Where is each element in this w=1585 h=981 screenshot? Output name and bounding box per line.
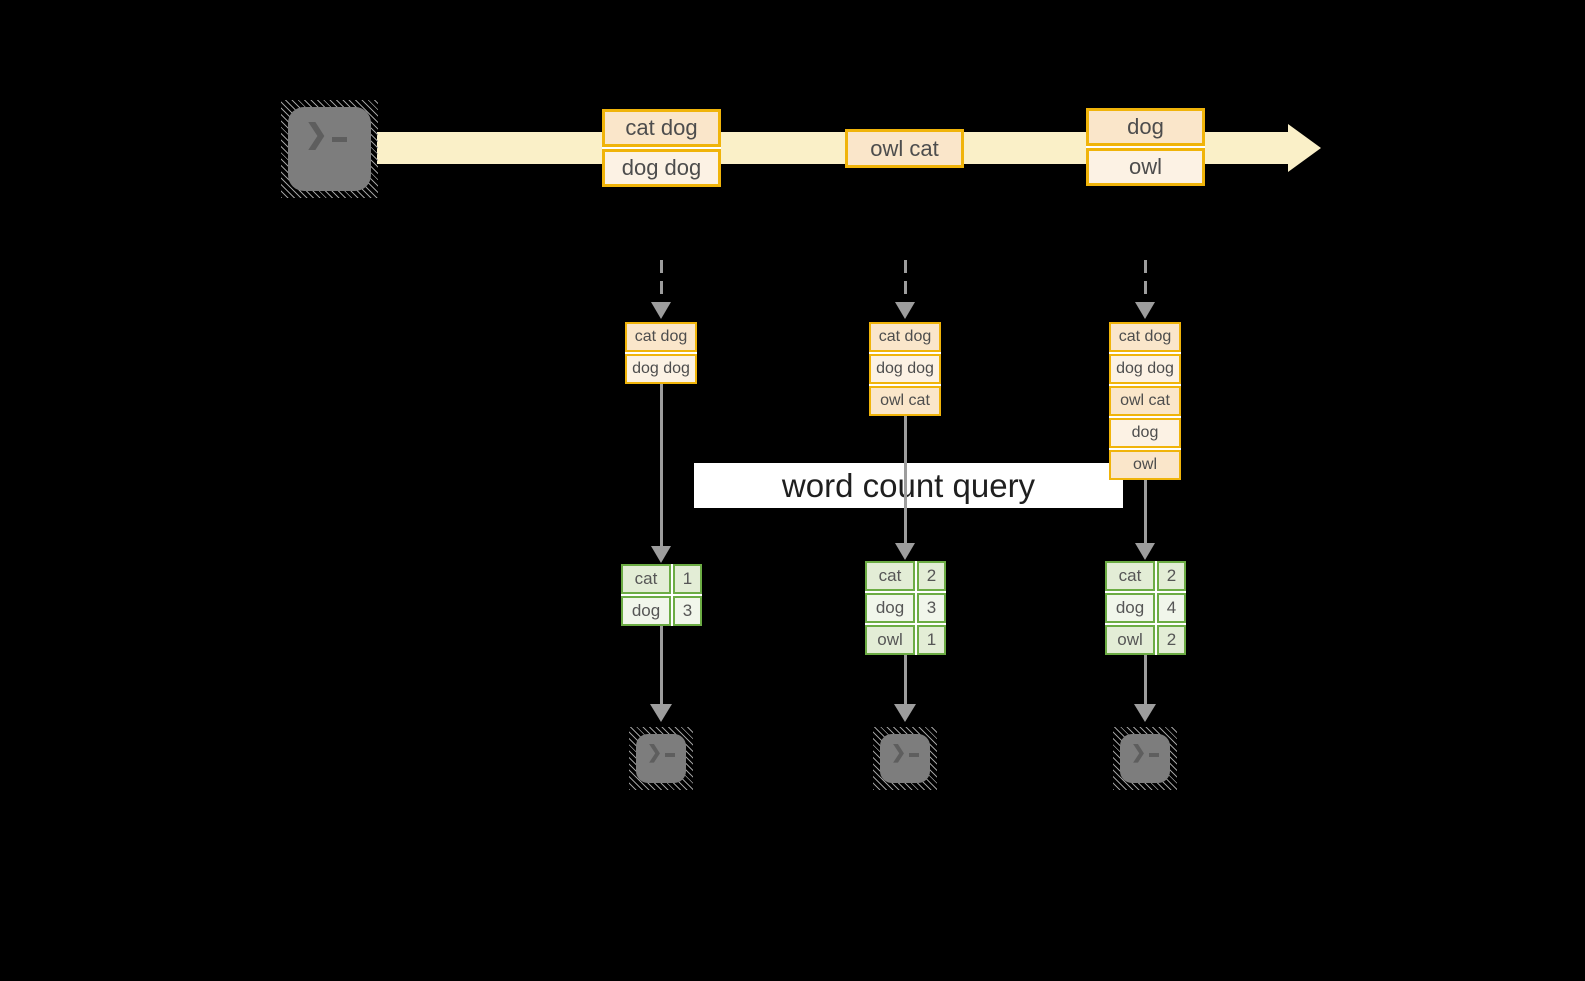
count-table-3: cat 2 dog 4 owl 2 xyxy=(1105,561,1186,655)
count-word-cell: dog xyxy=(865,593,915,623)
count-value-cell: 3 xyxy=(917,593,946,623)
count-value-cell: 1 xyxy=(917,625,946,655)
dashed-arrow-line xyxy=(1143,260,1147,304)
batch-row: dog dog xyxy=(869,354,941,384)
dashed-arrow-head-icon xyxy=(895,302,915,319)
query-banner: word count query xyxy=(694,463,1123,508)
stream-event-3: dog owl xyxy=(1086,108,1205,186)
count-word-cell: dog xyxy=(1105,593,1155,623)
stream-event-1: cat dog dog dog xyxy=(602,109,721,187)
terminal-icon: ❯ xyxy=(873,727,937,790)
count-value-cell: 1 xyxy=(673,564,702,594)
stream-word-box: dog dog xyxy=(602,149,721,187)
terminal-icon: ❯ xyxy=(629,727,693,790)
arrow-head-icon xyxy=(895,543,915,560)
prompt-chevron: ❯ xyxy=(647,742,663,762)
prompt-underscore xyxy=(665,753,676,757)
terminal-prompt-icon: ❯ xyxy=(1131,742,1160,762)
prompt-chevron: ❯ xyxy=(891,742,907,762)
stream-word-box: cat dog xyxy=(602,109,721,147)
stream-word-box: dog xyxy=(1086,108,1205,146)
arrow-head-icon xyxy=(650,704,672,722)
connector-line xyxy=(903,416,907,543)
count-word-cell: dog xyxy=(621,596,671,626)
prompt-underscore xyxy=(909,753,920,757)
arrow-head-icon xyxy=(1134,704,1156,722)
count-value-cell: 3 xyxy=(673,596,702,626)
connector-line xyxy=(903,655,907,704)
batch-row: dog dog xyxy=(625,354,697,384)
batch-row: dog dog xyxy=(1109,354,1181,384)
count-word-cell: cat xyxy=(1105,561,1155,591)
batch-row: owl cat xyxy=(869,386,941,416)
count-word-cell: cat xyxy=(865,561,915,591)
terminal-body: ❯ xyxy=(636,734,686,783)
terminal-icon: ❯ xyxy=(281,100,378,198)
count-value-cell: 4 xyxy=(1157,593,1186,623)
dashed-arrow-line xyxy=(903,260,907,304)
count-value-cell: 2 xyxy=(1157,561,1186,591)
connector-line xyxy=(1143,480,1147,543)
batch-row: cat dog xyxy=(1109,322,1181,352)
count-value-cell: 2 xyxy=(1157,625,1186,655)
stream-word-box: owl cat xyxy=(845,129,964,168)
dashed-arrow-head-icon xyxy=(1135,302,1155,319)
terminal-body: ❯ xyxy=(1120,734,1170,783)
terminal-prompt-icon: ❯ xyxy=(305,121,347,148)
terminal-prompt-icon: ❯ xyxy=(891,742,920,762)
count-word-cell: cat xyxy=(621,564,671,594)
terminal-icon: ❯ xyxy=(1113,727,1177,790)
terminal-prompt-icon: ❯ xyxy=(647,742,676,762)
stream-arrow-head-icon xyxy=(1288,124,1321,172)
connector-line xyxy=(1143,655,1147,704)
batch-row: dog xyxy=(1109,418,1181,448)
prompt-chevron: ❯ xyxy=(305,119,328,149)
batch-row: cat dog xyxy=(625,322,697,352)
connector-line xyxy=(659,626,663,704)
stream-word-box: owl xyxy=(1086,148,1205,186)
batch-1-input: cat dog dog dog xyxy=(625,322,697,384)
dashed-arrow-line xyxy=(659,260,663,304)
connector-line xyxy=(659,384,663,546)
prompt-underscore xyxy=(1149,753,1160,757)
batch-2-input: cat dog dog dog owl cat xyxy=(869,322,941,416)
batch-row: owl xyxy=(1109,450,1181,480)
arrow-head-icon xyxy=(651,546,671,563)
arrow-head-icon xyxy=(1135,543,1155,560)
batch-3-input: cat dog dog dog owl cat dog owl xyxy=(1109,322,1181,480)
count-word-cell: owl xyxy=(865,625,915,655)
count-word-cell: owl xyxy=(1105,625,1155,655)
batch-row: cat dog xyxy=(869,322,941,352)
count-value-cell: 2 xyxy=(917,561,946,591)
arrow-head-icon xyxy=(894,704,916,722)
prompt-chevron: ❯ xyxy=(1131,742,1147,762)
terminal-body: ❯ xyxy=(880,734,930,783)
stream-event-2: owl cat xyxy=(845,129,964,168)
batch-row: owl cat xyxy=(1109,386,1181,416)
dashed-arrow-head-icon xyxy=(651,302,671,319)
count-table-2: cat 2 dog 3 owl 1 xyxy=(865,561,946,655)
terminal-body: ❯ xyxy=(288,107,371,191)
prompt-underscore xyxy=(331,137,347,142)
count-table-1: cat 1 dog 3 xyxy=(621,564,702,626)
